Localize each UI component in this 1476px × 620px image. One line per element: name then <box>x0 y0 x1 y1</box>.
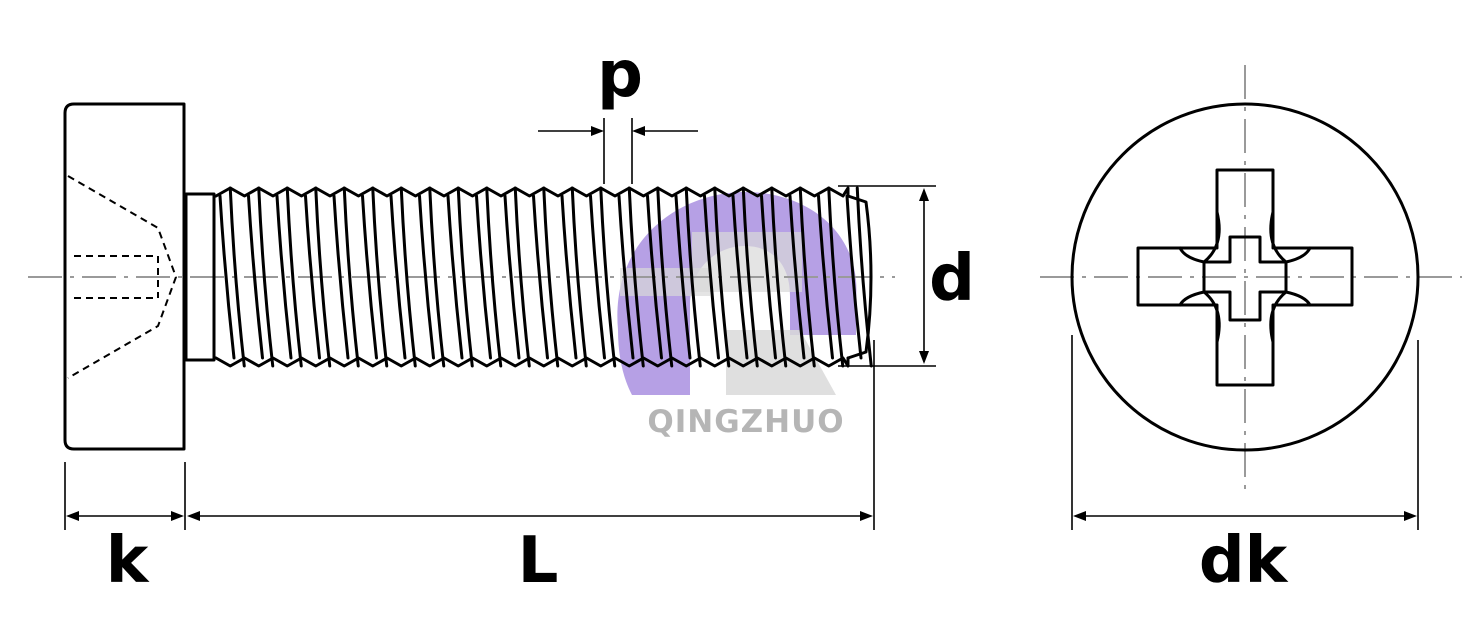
thread-line <box>418 194 435 360</box>
thread-line <box>713 186 731 368</box>
thread-line <box>599 186 617 368</box>
thread-line <box>247 194 264 360</box>
phillips-recess-wings <box>1178 210 1312 344</box>
thread-crest-bottom <box>214 356 850 368</box>
thread-line <box>741 186 759 368</box>
thread-line <box>560 194 578 360</box>
thread-crest-top <box>214 186 850 198</box>
thread-line <box>827 186 845 368</box>
thread-line <box>332 194 350 360</box>
thread-line <box>503 194 521 360</box>
thread-line <box>845 194 863 360</box>
thread-line <box>475 194 492 360</box>
thread-line <box>646 194 663 360</box>
pitch-label: p <box>597 38 643 112</box>
thread-line <box>257 186 275 368</box>
thread-line <box>684 186 702 368</box>
thread-line <box>542 186 560 368</box>
thread-line <box>770 186 788 368</box>
thread-line <box>703 194 720 360</box>
thread-line <box>342 186 360 368</box>
thread-line <box>218 194 236 360</box>
length-dimension <box>187 340 875 530</box>
thread-line <box>788 194 806 360</box>
thread-line <box>617 194 635 360</box>
thread-line <box>456 186 474 368</box>
recess-slot-hidden-lines <box>74 255 159 299</box>
thread-section <box>214 186 873 368</box>
thread-line <box>589 194 606 360</box>
thread-line <box>731 194 749 360</box>
thread-line <box>855 186 873 368</box>
thread-line <box>389 194 407 360</box>
thread-line <box>314 186 332 368</box>
screw-shank-neck <box>184 192 216 362</box>
diameter-label: d <box>929 242 975 316</box>
screw-tip-chamfer <box>846 194 873 360</box>
thread-line <box>513 186 531 368</box>
length-label: L <box>518 524 559 598</box>
thread-line <box>798 186 816 368</box>
thread-line <box>228 186 246 368</box>
thread-line <box>275 194 293 360</box>
thread-line <box>371 186 389 368</box>
head-top-view-circle <box>1070 102 1420 452</box>
thread-line <box>532 194 549 360</box>
thread-line <box>428 186 446 368</box>
thread-line <box>656 186 674 368</box>
thread-line <box>285 186 303 368</box>
head-height-dimension <box>64 462 186 530</box>
thread-line <box>485 186 503 368</box>
thread-line <box>817 194 834 360</box>
watermark-text: QINGZHUO <box>647 404 844 440</box>
thread-line <box>570 186 588 368</box>
thread-line <box>304 194 321 360</box>
diameter-dimension <box>838 185 936 367</box>
thread-line <box>399 186 417 368</box>
thread-line <box>760 194 777 360</box>
thread-line <box>361 194 378 360</box>
thread-line <box>446 194 464 360</box>
thread-line <box>627 186 645 368</box>
phillips-recess-outer <box>1136 168 1354 387</box>
head-diameter-dimension <box>1071 335 1419 530</box>
head-diameter-label: dk <box>1199 524 1289 598</box>
recess-hidden-lines <box>67 175 178 379</box>
thread-line <box>674 194 692 360</box>
pitch-dimension <box>538 118 698 184</box>
screw-head-outline <box>63 102 186 451</box>
head-height-label: k <box>106 524 150 598</box>
